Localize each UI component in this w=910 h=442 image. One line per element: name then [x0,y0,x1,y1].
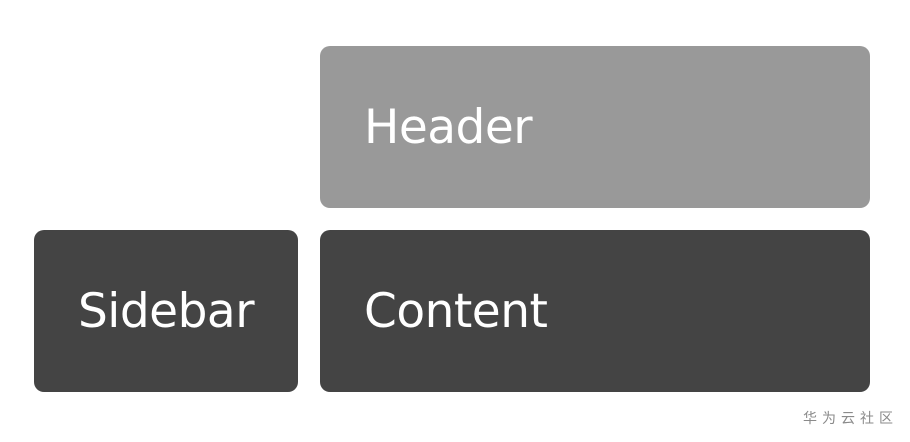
sidebar-block: Sidebar [34,230,298,392]
header-block: Header [320,46,870,208]
header-label: Header [364,99,533,155]
content-block: Content [320,230,870,392]
sidebar-label: Sidebar [77,283,255,339]
watermark: 华为云社区 [803,411,898,427]
content-label: Content [364,283,548,339]
